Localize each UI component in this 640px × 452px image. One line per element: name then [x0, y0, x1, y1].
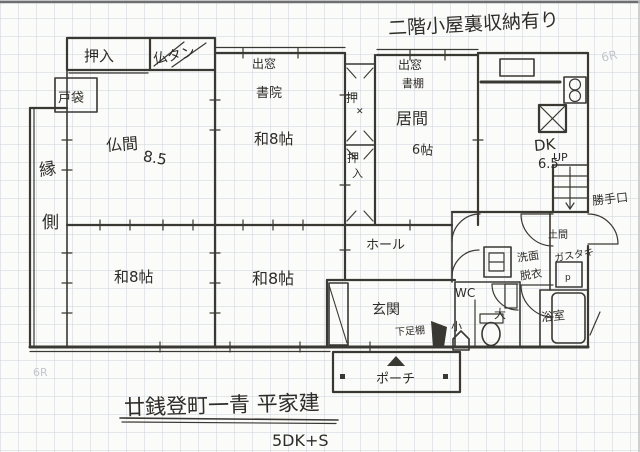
- closet-chevron: [363, 148, 374, 160]
- closet-label: 入: [352, 167, 363, 180]
- room-size-butsuma: 8.5: [142, 147, 169, 169]
- grid-note: 6R: [33, 366, 48, 379]
- room-size-ima: 6帖: [411, 142, 434, 159]
- closet-label: 押: [346, 91, 358, 105]
- plan-type: 5DK+S: [272, 431, 329, 450]
- door-arc-bath: [520, 284, 554, 318]
- porch-outline: [331, 350, 462, 394]
- closet-marks: [153, 41, 374, 222]
- closet-chevron: [363, 210, 374, 222]
- closet-chevron: [346, 148, 357, 160]
- room-size-dk: 6.5: [538, 157, 559, 172]
- room-label-butsuma: 仏間: [105, 134, 138, 155]
- sink-cross: [538, 104, 567, 133]
- butsudan-label: 仏タン: [152, 45, 196, 68]
- staircase: [551, 163, 589, 214]
- door-arc-wc: [491, 283, 519, 311]
- wc-large-label: 大: [494, 307, 506, 321]
- door-arc-hall-south: [451, 249, 480, 278]
- kitchen-window: [499, 58, 535, 77]
- stairs-arrow: [569, 202, 575, 210]
- room-label-dk: DK: [533, 135, 557, 155]
- genkan-label: 玄関: [372, 301, 400, 318]
- bathtub: [551, 292, 586, 344]
- stove-burner: [568, 89, 582, 103]
- washroom-label: 洗面: [516, 249, 540, 265]
- title-underline: [119, 417, 339, 421]
- porch-step-triangle: [387, 356, 405, 366]
- shoe-cabinet: [431, 321, 447, 347]
- stairs-arrow: [565, 202, 571, 210]
- urinal: [452, 330, 470, 351]
- bath-label: 浴室: [540, 307, 565, 324]
- genkan-porch: [328, 282, 462, 394]
- heater-mark: p: [565, 273, 571, 283]
- door-arc-hall-north: [451, 213, 481, 243]
- bay-window-label: 出窓: [398, 57, 422, 72]
- genkan-closet: [328, 282, 349, 346]
- tobukuro-label: 戸袋: [58, 91, 84, 106]
- walls: [28, 36, 590, 353]
- sanitary-fixtures: [452, 246, 586, 351]
- toilet-bowl: [481, 321, 501, 347]
- stairs-up-label: UP: [553, 151, 568, 164]
- engawa-label: 縁: [38, 159, 58, 181]
- washing-machine: [483, 246, 512, 278]
- door-arc-washroom: [520, 213, 554, 247]
- title-underline: [121, 421, 337, 425]
- door-swings: [451, 213, 619, 318]
- closet-label: 押: [347, 151, 359, 165]
- butsudan-hatch: [153, 41, 185, 67]
- opening-ticks: [61, 47, 601, 353]
- sink-unit: [537, 103, 568, 134]
- engawa-label: 側: [42, 213, 59, 233]
- title-block: 廿銭登町一青 平家建 5DK+S: [119, 391, 339, 450]
- plan-title: 廿銭登町一青 平家建: [124, 391, 320, 420]
- wc-label: WC: [455, 286, 475, 300]
- stray-pencil-mark: [589, 311, 601, 336]
- room-label-ima: 居間: [396, 109, 428, 128]
- kitchen-fixtures: [479, 58, 587, 134]
- genkan-closet-diagonal: [328, 284, 348, 344]
- room-label-washitsu-top: 和8帖: [254, 130, 294, 148]
- porch-post: [340, 374, 345, 379]
- closet-chevron: [363, 130, 374, 142]
- door-arc-backdoor: [587, 213, 619, 245]
- bookshelf-label: 書棚: [402, 76, 424, 90]
- wc-small-label: 小: [451, 320, 462, 333]
- closet-chevron: [346, 130, 357, 142]
- butsudan-hatch: [171, 42, 207, 68]
- backdoor-label: 勝手口: [591, 189, 628, 208]
- porch-label: ポーチ: [376, 372, 415, 387]
- wall-tobukuro-box: [54, 77, 98, 113]
- doma-label: 土間: [548, 228, 568, 241]
- closet-label: 押入: [84, 47, 114, 65]
- closet-mark: ✕: [356, 107, 364, 117]
- shoe-shelf-label: 下足棚: [395, 323, 426, 338]
- stove: [563, 76, 587, 104]
- water-heater: [555, 261, 583, 288]
- room-label-washitsu-bm: 和8帖: [252, 269, 294, 288]
- shoin-label: 書院: [256, 86, 282, 101]
- washroom-label: 脱衣: [519, 266, 543, 283]
- bay-window-label: 出窓: [252, 56, 276, 71]
- closet-chevron: [346, 67, 357, 79]
- hall-label: ホール: [366, 238, 405, 253]
- closet-chevron: [363, 67, 374, 79]
- closet-chevron: [346, 210, 357, 222]
- porch-post: [443, 374, 448, 379]
- grid-note: 6R: [600, 48, 619, 65]
- room-label-washitsu-bl: 和8帖: [114, 268, 154, 286]
